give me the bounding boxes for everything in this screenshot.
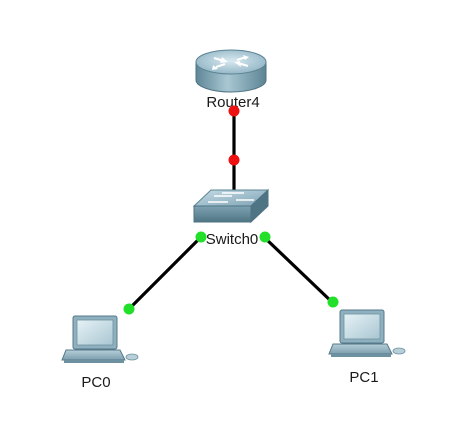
link-switch-pc1[interactable] (263, 236, 335, 305)
link-switch-pc0[interactable] (126, 236, 202, 312)
router-label: Router4 (206, 94, 259, 111)
port-status-led-switch-pc1 (259, 231, 271, 243)
switch-label: Switch0 (206, 231, 259, 248)
port-status-led-pc0 (123, 303, 135, 315)
switch-icon[interactable] (192, 188, 270, 224)
router-icon[interactable] (195, 49, 267, 93)
port-status-led-pc1 (327, 296, 339, 308)
port-status-led-router (228, 105, 240, 117)
port-status-led-switch-uplink (228, 154, 240, 166)
pc0-icon[interactable] (61, 315, 139, 363)
pc0-label: PC0 (81, 374, 110, 391)
pc1-icon[interactable] (328, 309, 406, 357)
pc1-label: PC1 (349, 369, 378, 386)
port-status-led-switch-pc0 (195, 231, 207, 243)
